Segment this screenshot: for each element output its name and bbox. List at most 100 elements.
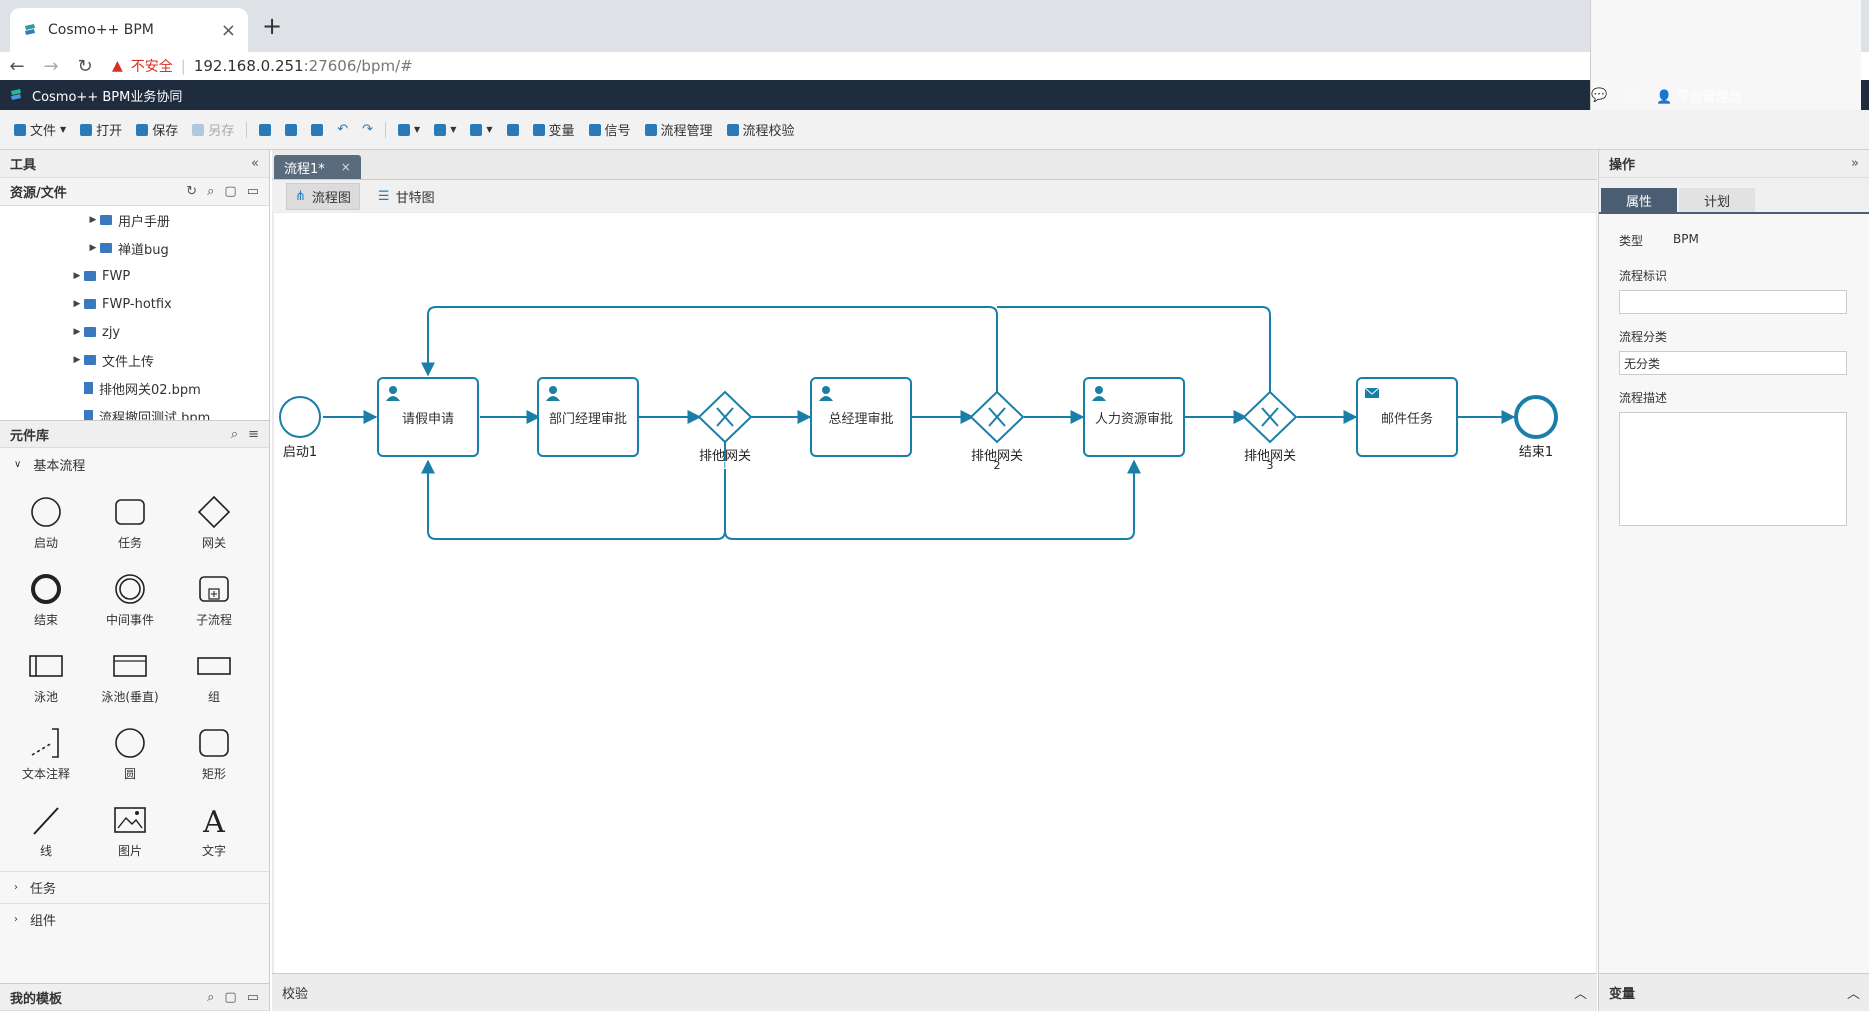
start-event-tool[interactable]: 启动 — [4, 494, 88, 551]
expand-up-icon[interactable]: ︿ — [1846, 987, 1860, 1002]
tree-item[interactable]: ▶FWP-hotfix — [0, 290, 269, 318]
search-icon[interactable]: ⌕ — [230, 426, 239, 442]
diagram-canvas[interactable]: 请假申请 部门经理审批 总经理审批 人力资源审批 邮件任务 启动1 排他网关 1… — [274, 213, 1596, 973]
forward-arrow-icon[interactable]: → — [43, 55, 59, 77]
refresh-icon[interactable]: ↻ — [186, 184, 198, 199]
task-mail[interactable]: 邮件任务 — [1356, 377, 1458, 457]
tab-close-icon[interactable]: × — [220, 19, 236, 41]
search-icon[interactable]: ⌕ — [207, 184, 215, 199]
chevron-right-icon[interactable]: ▶ — [89, 243, 97, 253]
search-icon[interactable]: ⌕ — [207, 989, 215, 1005]
signal-button[interactable]: 信号 — [583, 118, 637, 141]
flow-gw1-task4[interactable] — [724, 459, 1141, 540]
new-folder-icon[interactable]: ▭ — [246, 989, 259, 1005]
task-hr-approval[interactable]: 人力资源审批 — [1083, 377, 1185, 457]
group-component[interactable]: › 组件 — [0, 903, 269, 935]
menu-icon[interactable]: ≡ — [248, 426, 259, 442]
file-menu-button[interactable]: 文件▼ — [8, 118, 72, 141]
undo-button[interactable]: ↶ — [331, 120, 354, 139]
pool-tool[interactable]: 泳池 — [4, 648, 88, 705]
tree-item[interactable]: 流程撤回测试.bpm — [0, 402, 269, 420]
open-button[interactable]: 打开 — [74, 118, 128, 141]
gateway-2[interactable] — [969, 390, 1025, 444]
address-bar: ← → ↻ ▲ 不安全 | 192.168.0.251:27606/bpm/# … — [0, 52, 1869, 80]
gateway-1[interactable] — [697, 390, 753, 444]
flow-gw3-back[interactable] — [997, 306, 1271, 392]
tree-item[interactable]: ▶文件上传 — [0, 346, 269, 374]
process-management-button[interactable]: 流程管理 — [639, 118, 719, 141]
circle-tool[interactable]: 圆 — [88, 725, 172, 782]
operations-header: 操作 » — [1599, 150, 1869, 178]
group-task[interactable]: › 任务 — [0, 871, 269, 903]
cut-button[interactable] — [279, 122, 303, 138]
save-button[interactable]: 保存 — [130, 118, 184, 141]
close-icon[interactable]: × — [340, 160, 351, 174]
process-category-select[interactable]: 无分类 — [1619, 351, 1847, 375]
flow-gw2-task1[interactable] — [421, 306, 998, 392]
new-folder-icon[interactable]: ▭ — [246, 184, 259, 199]
pool-vertical-tool[interactable]: 泳池(垂直) — [88, 648, 172, 705]
tab-flowchart[interactable]: ⋔流程图 — [286, 182, 360, 210]
text-shape-icon: A — [202, 805, 225, 838]
process-id-input[interactable] — [1619, 290, 1847, 314]
text-annotation-tool[interactable]: 文本注释 — [4, 725, 88, 782]
intermediate-event-tool[interactable]: 中间事件 — [88, 571, 172, 628]
new-file-icon[interactable]: ▢ — [224, 989, 237, 1005]
tab-properties[interactable]: 属性 — [1601, 188, 1677, 212]
tab-gantt[interactable]: ☰甘特图 — [370, 184, 443, 209]
task-tool[interactable]: 任务 — [88, 494, 172, 551]
task-leave-request[interactable]: 请假申请 — [377, 377, 479, 457]
chevron-right-icon[interactable]: ▶ — [73, 327, 81, 337]
new-tab-button[interactable]: + — [261, 12, 283, 40]
url-omnibox[interactable]: ▲ 不安全 | 192.168.0.251:27606/bpm/# — [112, 52, 1775, 80]
variable-button[interactable]: 变量 — [527, 118, 581, 141]
align-button[interactable]: ▼ — [392, 122, 426, 138]
tree-item[interactable]: ▶用户手册 — [0, 206, 269, 234]
gateway-3[interactable] — [1242, 390, 1298, 444]
chevron-right-icon[interactable]: ▶ — [89, 215, 97, 225]
paste-button[interactable] — [305, 122, 329, 138]
tab-plan[interactable]: 计划 — [1679, 188, 1755, 212]
process-desc-textarea[interactable] — [1619, 412, 1847, 526]
gateway-tool[interactable]: 网关 — [172, 494, 256, 551]
task-gm-approval[interactable]: 总经理审批 — [810, 377, 912, 457]
copy-button[interactable] — [253, 122, 277, 138]
end-event-tool[interactable]: 结束 — [4, 571, 88, 628]
task-dept-manager-approval[interactable]: 部门经理审批 — [537, 377, 639, 457]
rectangle-tool[interactable]: 矩形 — [172, 725, 256, 782]
group-basic-process[interactable]: ∨ 基本流程 — [0, 448, 269, 480]
line-tool[interactable]: 线 — [4, 802, 88, 859]
redo-button[interactable]: ↷ — [356, 120, 379, 139]
message-icon[interactable]: 💬 — [1591, 87, 1608, 103]
browser-tab[interactable]: Cosmo++ BPM × — [10, 8, 248, 52]
save-icon — [136, 123, 149, 136]
new-file-icon[interactable]: ▢ — [224, 184, 237, 199]
image-tool[interactable]: 图片 — [88, 802, 172, 859]
arrange-button[interactable]: ▼ — [464, 122, 498, 138]
back-arrow-icon[interactable]: ← — [9, 55, 25, 77]
distribute-button[interactable]: ▼ — [428, 122, 462, 138]
group-tool[interactable]: 组 — [172, 648, 256, 705]
start-event[interactable] — [279, 396, 321, 438]
collapse-left-icon[interactable]: « — [251, 156, 259, 171]
chevron-right-icon[interactable]: ▶ — [73, 355, 81, 365]
document-tab[interactable]: 流程1* × — [274, 155, 361, 179]
tree-item[interactable]: 排他网关02.bpm — [0, 374, 269, 402]
tree-item[interactable]: ▶zjy — [0, 318, 269, 346]
process-check-button[interactable]: 流程校验 — [721, 118, 801, 141]
gateway-3-label: 排他网关 — [1243, 449, 1296, 464]
chevron-right-icon[interactable]: ▶ — [73, 271, 81, 281]
save-as-button[interactable]: 另存 — [186, 118, 240, 141]
info-icon[interactable]: ⓘ — [1625, 89, 1639, 105]
tree-item[interactable]: ▶禅道bug — [0, 234, 269, 262]
user-menu[interactable]: 👤 平台管理员 — [1656, 86, 1741, 105]
reload-icon[interactable]: ↻ — [77, 55, 93, 77]
collapse-right-icon[interactable]: » — [1851, 156, 1859, 171]
end-event[interactable] — [1514, 395, 1558, 439]
expand-up-icon[interactable]: ︿ — [1573, 987, 1587, 1002]
tree-item[interactable]: ▶FWP — [0, 262, 269, 290]
subprocess-tool[interactable]: 子流程 — [172, 571, 256, 628]
chevron-right-icon[interactable]: ▶ — [73, 299, 81, 309]
connector-button[interactable] — [501, 122, 525, 138]
